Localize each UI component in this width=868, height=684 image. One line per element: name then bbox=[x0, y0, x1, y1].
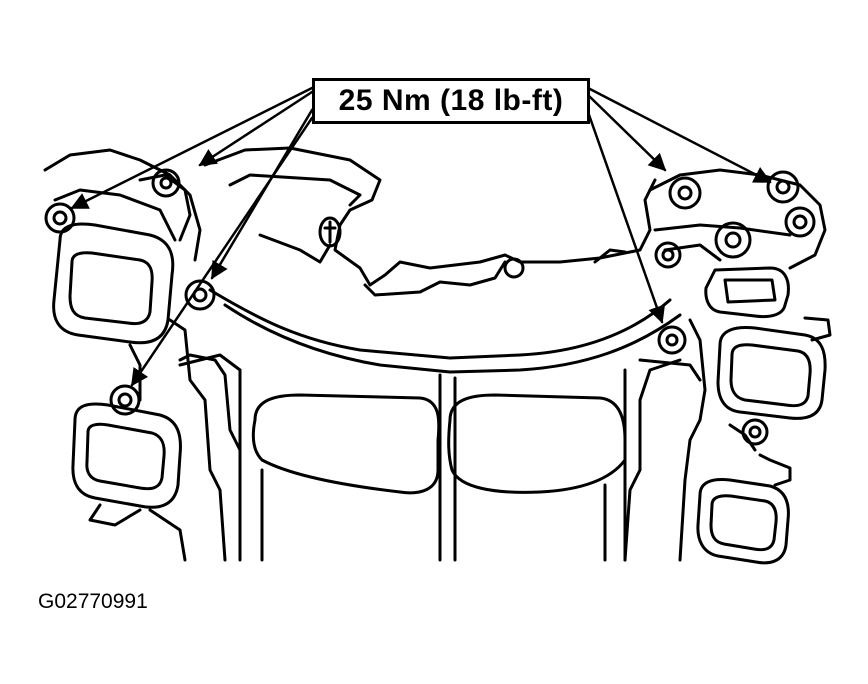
arrow-icon bbox=[70, 88, 772, 387]
torque-spec-callout: 25 Nm (18 lb-ft) bbox=[312, 78, 590, 124]
figure-id-label: G02770991 bbox=[38, 590, 148, 613]
manifold-plenum bbox=[205, 148, 680, 372]
right-head-flanges bbox=[625, 170, 830, 563]
plenum-sensor bbox=[320, 218, 340, 246]
left-head-flanges bbox=[45, 150, 240, 560]
bolt-icon bbox=[46, 170, 814, 444]
intake-runners bbox=[180, 355, 700, 560]
